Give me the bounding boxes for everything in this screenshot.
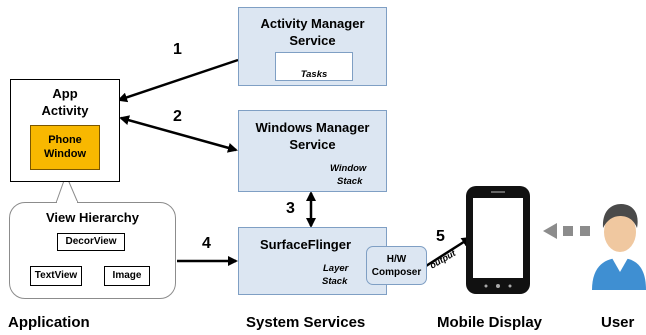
view-hierarchy-title: View Hierarchy	[46, 210, 139, 225]
surface-flinger: SurfaceFlinger	[238, 227, 387, 295]
user-icon	[592, 204, 646, 290]
edge-label-2: 2	[173, 108, 182, 125]
column-user: User	[601, 314, 635, 331]
phone-window-line-1: Phone	[48, 134, 82, 146]
phone-window-line-2: Window	[43, 148, 87, 160]
phone-window: Phone Window	[30, 125, 100, 170]
window-stack-label-1: Window	[330, 163, 367, 174]
arrow-1	[117, 58, 239, 103]
column-system-services: System Services	[246, 314, 366, 331]
column-application: Application	[8, 314, 90, 331]
image-node: Image	[104, 266, 150, 286]
view-hierarchy-pointer-cover	[57, 201, 77, 204]
layer-stack-label-1: Layer	[323, 263, 349, 274]
surface-flinger-title: SurfaceFlinger	[260, 237, 352, 252]
hw-composer-line-1: H/W	[386, 254, 407, 265]
hw-composer: H/W Composer	[366, 246, 427, 285]
column-mobile-display: Mobile Display	[437, 314, 543, 331]
arrow-5	[425, 236, 472, 268]
app-activity-title-2: Activity	[41, 103, 89, 118]
windows-manager-title-2: Service	[289, 137, 336, 152]
tasks-panel	[275, 52, 353, 81]
decorview-node: DecorView	[57, 233, 125, 251]
edge-label-1: 1	[173, 41, 182, 58]
edge-label-4: 4	[202, 235, 211, 252]
user-to-display-arrow	[543, 223, 590, 239]
textview-node: TextView	[30, 266, 82, 286]
edge-label-3: 3	[286, 200, 295, 217]
activity-manager-title-2: Service	[289, 33, 336, 48]
windows-manager-title-1: Windows Manager	[255, 120, 370, 135]
edge-label-5: 5	[436, 228, 445, 245]
layer-stack-label-2: Stack	[322, 276, 348, 287]
arrow-2	[119, 115, 238, 153]
activity-manager-title-1: Activity Manager	[260, 16, 365, 31]
windows-manager-service: Windows Manager Service	[238, 110, 387, 192]
window-stack-label-2: Stack	[337, 176, 363, 187]
app-activity-title-1: App	[52, 86, 78, 101]
hw-composer-line-2: Composer	[371, 267, 422, 278]
mobile-phone-icon	[466, 186, 530, 294]
tasks-label: Tasks	[300, 69, 328, 80]
